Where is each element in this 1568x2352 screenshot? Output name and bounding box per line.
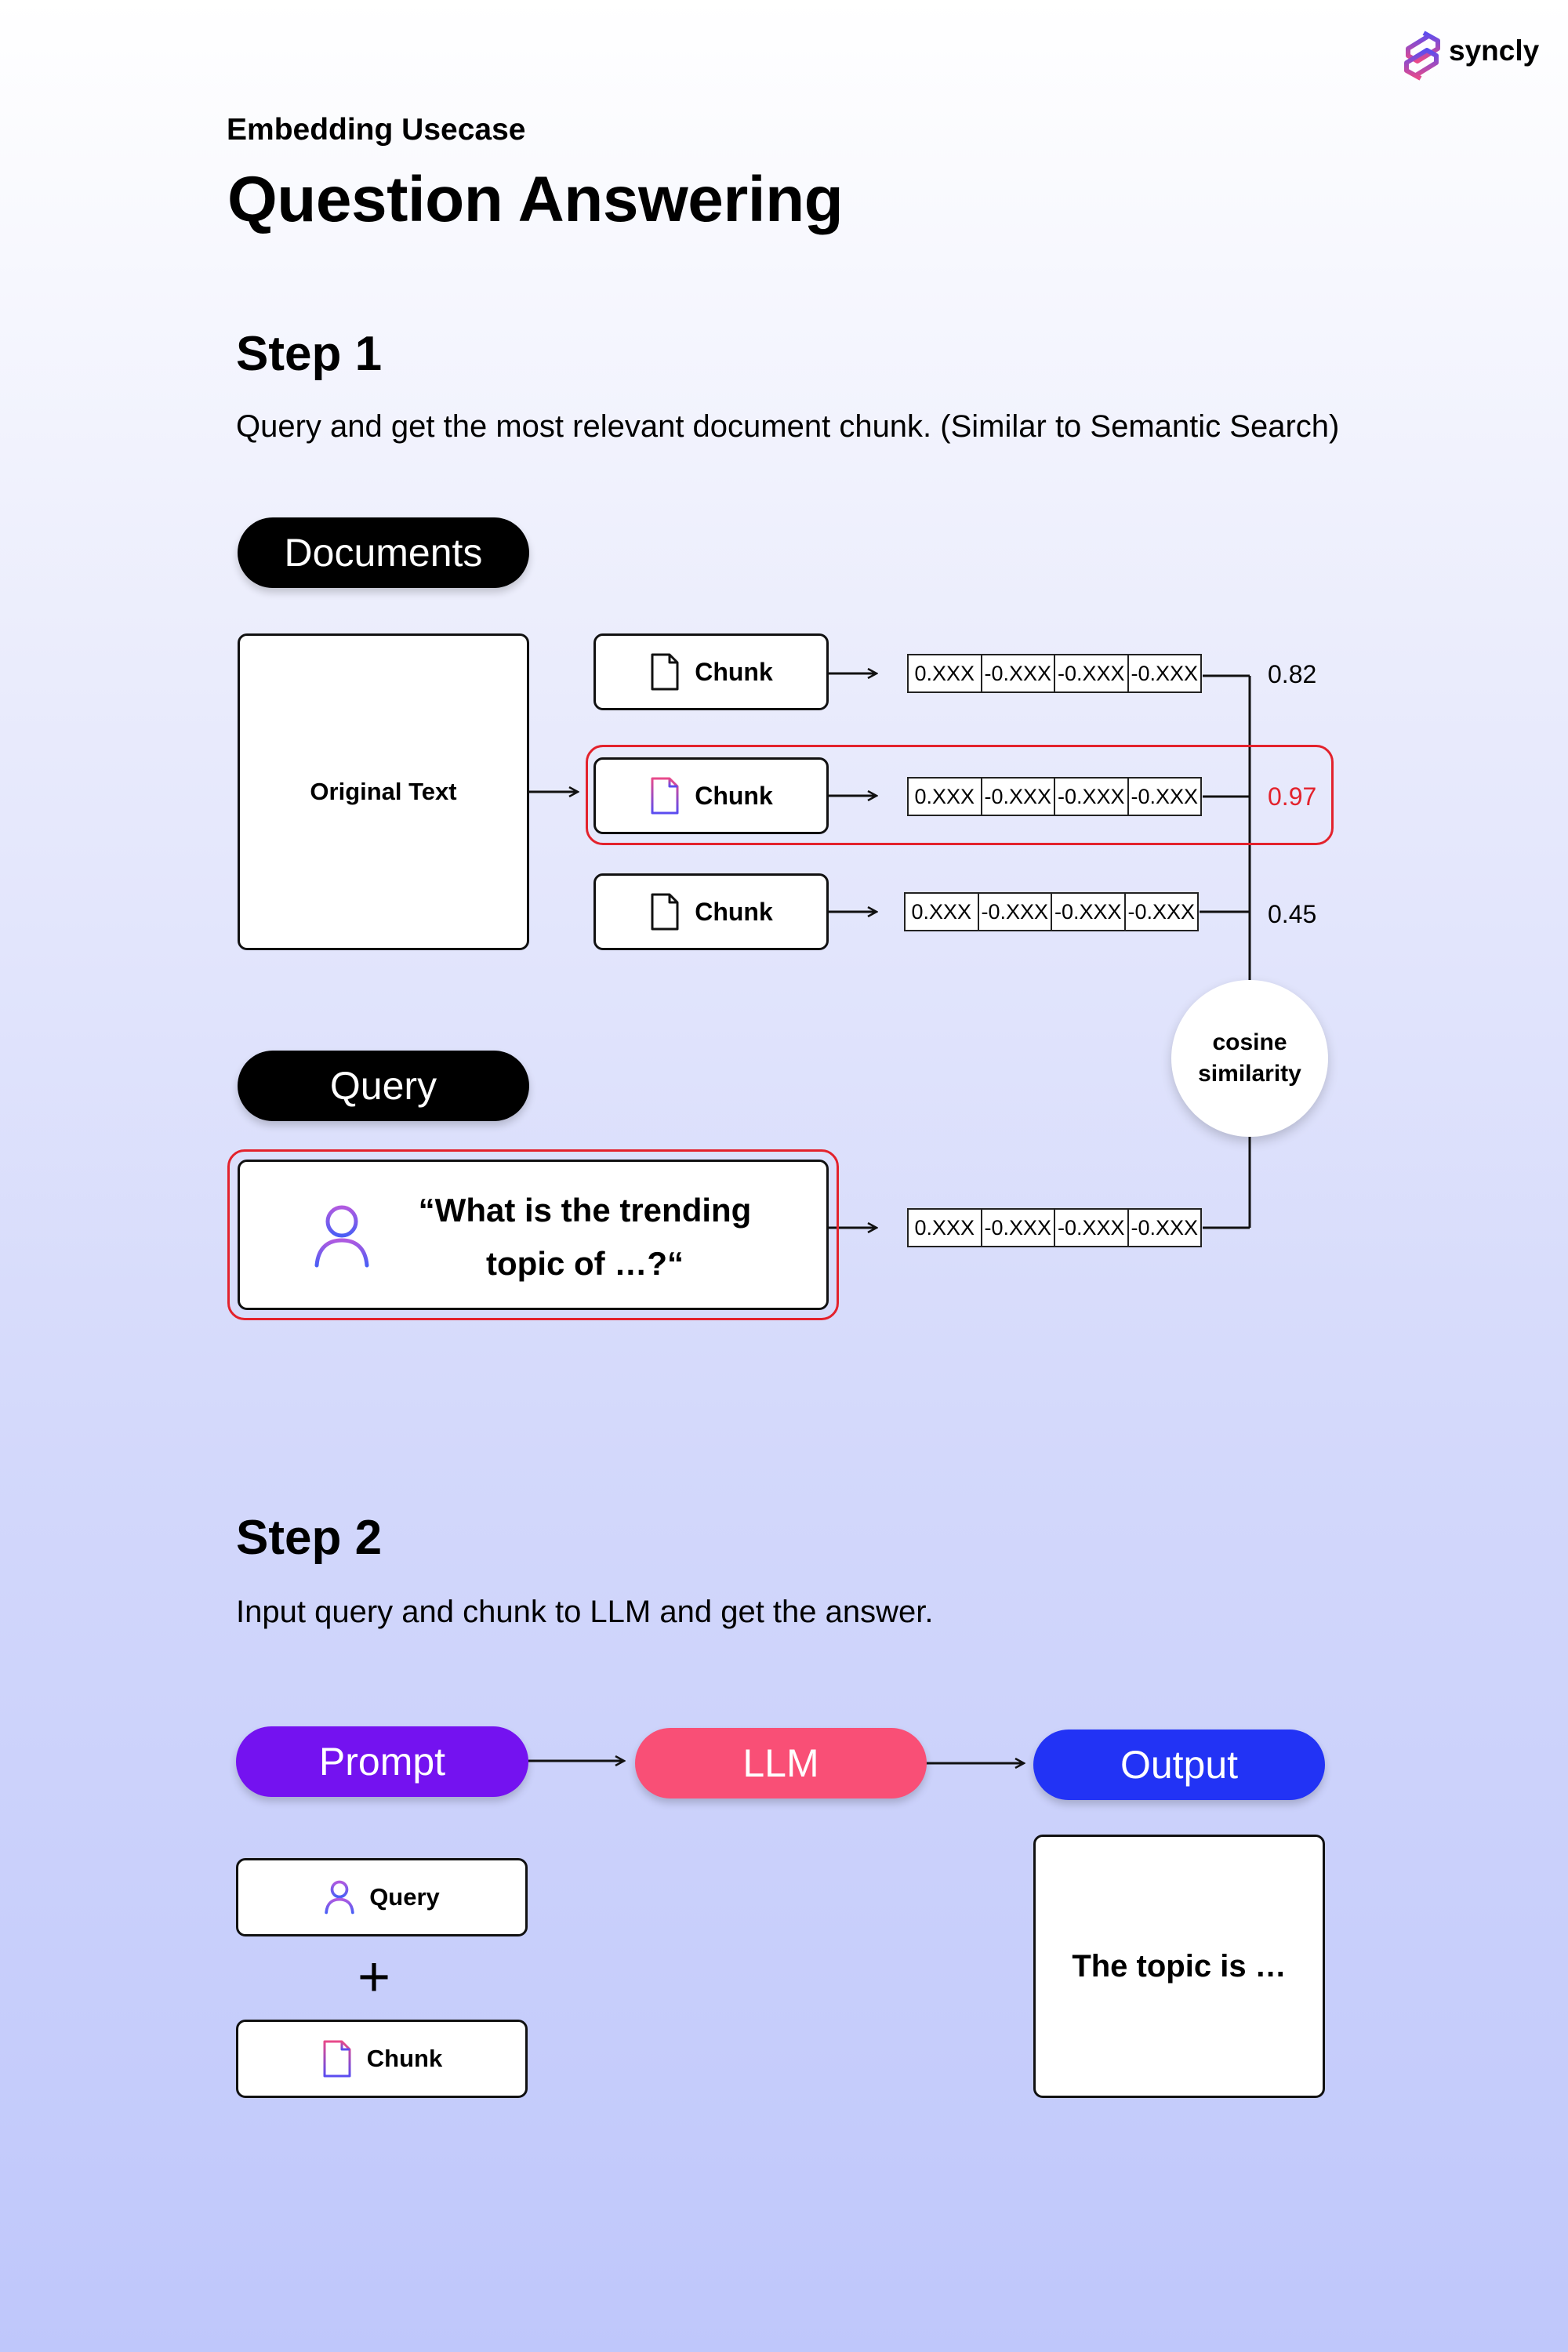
similarity-score-3: 0.45 xyxy=(1268,900,1317,928)
document-icon xyxy=(651,893,679,931)
eyebrow-text: Embedding Usecase xyxy=(227,113,526,147)
output-label: Output xyxy=(1120,1743,1239,1787)
query-text-line2: topic of …?“ xyxy=(486,1245,684,1282)
vector-cell: -0.XXX xyxy=(1131,661,1199,685)
similarity-score-1: 0.82 xyxy=(1268,660,1317,688)
plus-sign: + xyxy=(358,1946,391,2009)
best-match-highlight xyxy=(586,745,1334,845)
output-answer-box: The topic is … xyxy=(1033,1835,1325,2098)
user-icon xyxy=(314,1205,369,1268)
prompt-query-label: Query xyxy=(369,1883,440,1911)
prompt-chunk-box: Chunk xyxy=(236,2020,528,2098)
vector-cell: -0.XXX xyxy=(1055,655,1129,691)
chunk-label: Chunk xyxy=(695,897,773,926)
documents-pill: Documents xyxy=(238,517,529,588)
user-icon xyxy=(325,1880,354,1915)
document-icon-highlighted xyxy=(651,777,679,815)
embedding-vector-2: 0.XXX -0.XXX -0.XXX -0.XXX xyxy=(907,777,1202,816)
vector-cell: -0.XXX xyxy=(1131,784,1199,808)
vector-cell: 0.XXX xyxy=(909,655,982,691)
chunk-label: Chunk xyxy=(695,657,773,686)
page-title: Question Answering xyxy=(227,164,844,235)
brand-name: syncly xyxy=(1449,34,1540,67)
syncly-logo-icon xyxy=(1404,31,1440,81)
query-pill-label: Query xyxy=(329,1064,437,1108)
vector-cell: -0.XXX xyxy=(982,655,1055,691)
step2-heading: Step 2 xyxy=(236,1511,383,1565)
output-pill: Output xyxy=(1033,1730,1325,1800)
query-box: “What is the trending topic of …?“ xyxy=(238,1160,829,1310)
vector-cell: -0.XXX xyxy=(1052,894,1126,930)
query-text: “What is the trending topic of …?“ xyxy=(381,1184,789,1290)
similarity-line1: cosine xyxy=(1212,1029,1287,1055)
query-text-line1: “What is the trending xyxy=(418,1192,752,1229)
vector-cell: -0.XXX xyxy=(1055,779,1129,815)
prompt-pill: Prompt xyxy=(236,1726,528,1797)
prompt-label: Prompt xyxy=(318,1740,446,1784)
chunk-box-1: Chunk xyxy=(593,633,829,710)
original-text-box: Original Text xyxy=(238,633,529,950)
chunk-label: Chunk xyxy=(695,781,773,810)
answer-text: The topic is … xyxy=(1072,1948,1287,1984)
query-highlight xyxy=(227,1149,839,1320)
step2-description: Input query and chunk to LLM and get the… xyxy=(236,1595,934,1629)
query-pill: Query xyxy=(238,1051,529,1121)
vector-cell: -0.XXX xyxy=(982,779,1055,815)
vector-cell: 0.XXX xyxy=(909,779,982,815)
prompt-chunk-label: Chunk xyxy=(366,2045,443,2072)
documents-label: Documents xyxy=(284,531,483,575)
vector-cell: -0.XXX xyxy=(1131,1215,1199,1240)
vector-cell: -0.XXX xyxy=(982,1210,1055,1246)
vector-cell: 0.XXX xyxy=(909,1210,982,1246)
llm-pill: LLM xyxy=(635,1728,927,1798)
similarity-line2: similarity xyxy=(1198,1061,1301,1087)
vector-cell: 0.XXX xyxy=(906,894,979,930)
vector-cell: -0.XXX xyxy=(1055,1210,1129,1246)
query-embedding-vector: 0.XXX -0.XXX -0.XXX -0.XXX xyxy=(907,1208,1202,1247)
prompt-query-box: Query xyxy=(236,1858,528,1936)
vector-cell: -0.XXX xyxy=(979,894,1052,930)
document-icon-highlighted xyxy=(323,2040,351,2078)
step1-heading: Step 1 xyxy=(236,327,383,381)
vector-cell: -0.XXX xyxy=(1127,899,1196,924)
chunk-box-2: Chunk xyxy=(593,757,829,834)
embedding-vector-1: 0.XXX -0.XXX -0.XXX -0.XXX xyxy=(907,654,1202,693)
cosine-similarity-node: cosine similarity xyxy=(1171,980,1328,1137)
step1-description: Query and get the most relevant document… xyxy=(236,409,1340,444)
document-icon xyxy=(651,653,679,691)
chunk-box-3: Chunk xyxy=(593,873,829,950)
llm-label: LLM xyxy=(742,1741,819,1785)
embedding-vector-3: 0.XXX -0.XXX -0.XXX -0.XXX xyxy=(904,892,1199,931)
original-text-label: Original Text xyxy=(310,778,457,805)
brand-logo: syncly xyxy=(1400,30,1541,82)
similarity-score-2: 0.97 xyxy=(1268,782,1317,811)
